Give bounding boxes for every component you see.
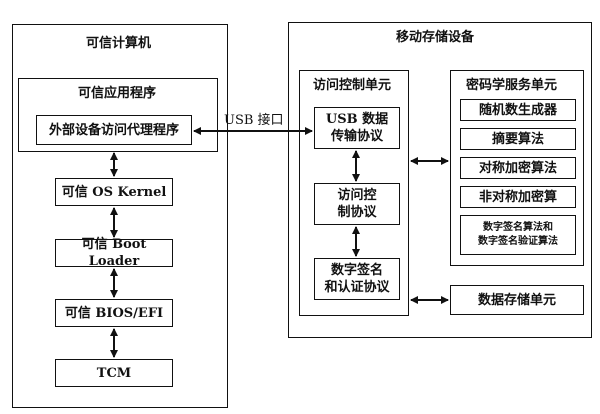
- auth-protocol-box: 数字签名 和认证协议: [314, 258, 400, 300]
- access-control-title: 访问控制单元: [313, 78, 392, 93]
- crypto-item-symmetric: 对称加密算法: [460, 157, 576, 179]
- trusted-app-title: 可信应用程序: [78, 86, 157, 101]
- proxy-program-box: 外部设备访问代理程序: [36, 115, 192, 145]
- trusted-os-kernel-box: 可信 OS Kernel: [55, 178, 173, 206]
- tcm-box: TCM: [55, 359, 173, 387]
- crypto-item-signature: 数字签名算法和 数字签名验证算法: [460, 215, 576, 255]
- access-protocol-box: 访问控 制协议: [314, 183, 400, 225]
- data-storage-unit: 数据存储单元: [450, 285, 584, 315]
- crypto-item-digest: 摘要算法: [460, 128, 576, 150]
- trusted-bios-efi-box: 可信 BIOS/EFI: [55, 299, 173, 327]
- crypto-service-title: 密码学服务单元: [466, 78, 558, 93]
- crypto-item-rng: 随机数生成器: [460, 99, 576, 121]
- crypto-item-asymmetric: 非对称加密算: [460, 186, 576, 208]
- usb-interface-label: USB 接口: [224, 113, 284, 128]
- usb-protocol-box: USB 数据 传输协议: [314, 107, 400, 149]
- mobile-storage-title: 移动存储设备: [396, 30, 475, 45]
- trusted-computer-title: 可信计算机: [86, 36, 152, 51]
- trusted-boot-loader-box: 可信 Boot Loader: [55, 237, 173, 269]
